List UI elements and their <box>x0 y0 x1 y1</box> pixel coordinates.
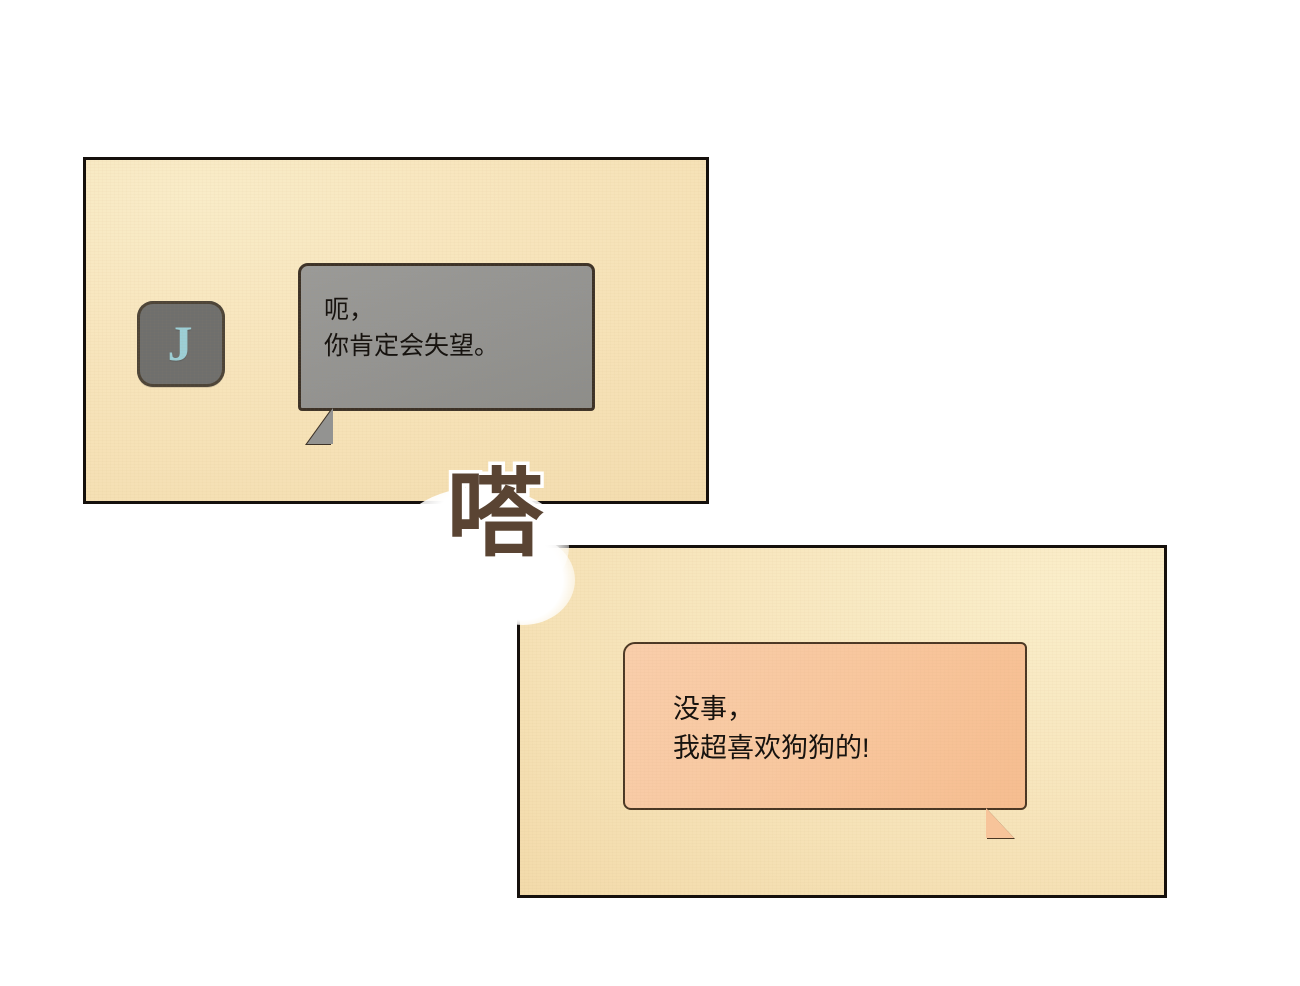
speech-bubble-gray-text: 呃， 你肯定会失望。 <box>324 296 500 360</box>
sfx-da-text: 嗒 <box>444 458 547 570</box>
speech-bubble-gray: 呃， 你肯定会失望。 <box>298 263 595 444</box>
avatar-letter: J <box>167 315 193 371</box>
comic-panel-2: 没事， 我超喜欢狗狗的! <box>517 545 1167 898</box>
speech-bubble-orange-tail <box>986 808 1019 838</box>
speech-bubble-orange: 没事， 我超喜欢狗狗的! <box>623 642 1027 838</box>
speech-bubble-orange-body <box>623 642 1027 810</box>
chat-avatar-j: J <box>137 301 225 387</box>
comic-panel-1: J 呃， 你肯定会失望。 <box>83 157 709 504</box>
speech-bubble-orange-text: 没事， 我超喜欢狗狗的! <box>673 694 870 764</box>
speech-bubble-gray-body <box>298 263 595 411</box>
speech-bubble-gray-tail <box>301 408 333 444</box>
